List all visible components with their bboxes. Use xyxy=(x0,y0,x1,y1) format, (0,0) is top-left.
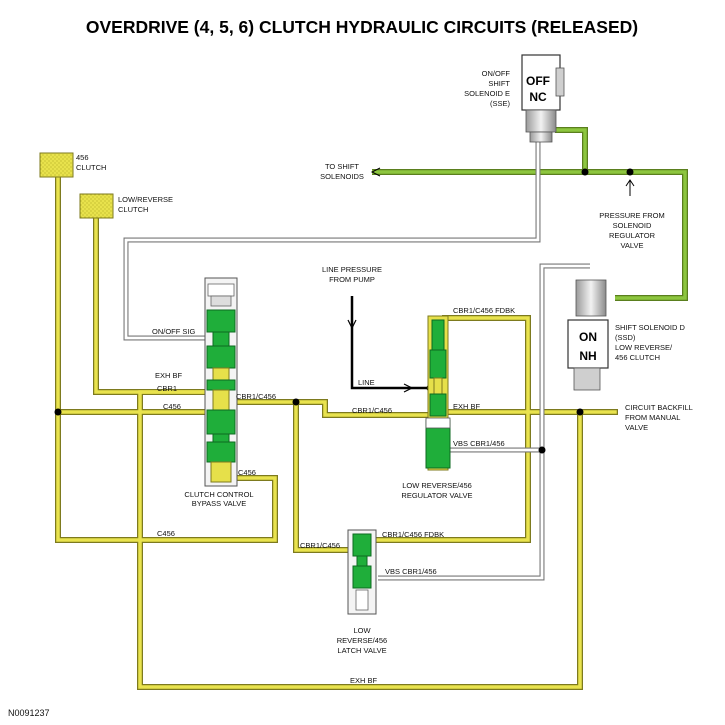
pressure-from-label-2: SOLENOID xyxy=(613,221,652,230)
line-pressure-label-1: LINE PRESSURE xyxy=(322,265,382,274)
cbr1-c456-fdbk-low-label: CBR1/C456 FDBK xyxy=(382,530,444,539)
sse-label-1: ON/OFF xyxy=(482,69,511,78)
backfill-label-1: CIRCUIT BACKFILL xyxy=(625,403,693,412)
circuit-labels: ON/OFF SIG EXH BF CBR1 C456 CBR1/C456 CB… xyxy=(152,306,515,685)
ssd-label-1: SHIFT SOLENOID D xyxy=(615,323,685,332)
pressure-from-label-4: VALVE xyxy=(620,241,643,250)
regulator-valve-label-1: LOW REVERSE/456 xyxy=(402,481,472,490)
bypass-valve xyxy=(204,277,238,487)
ssd-label-4: 456 CLUTCH xyxy=(615,353,660,362)
component-labels: ON/OFF SHIFT SOLENOID E (SSE) SHIFT SOLE… xyxy=(76,69,685,655)
sse-label-3: SOLENOID E xyxy=(464,89,510,98)
vbs-cbr1-456-a-label: VBS CBR1/456 xyxy=(453,439,505,448)
exh-bf-right-label: EXH BF xyxy=(453,402,481,411)
bypass-valve-label-2: BYPASS VALVE xyxy=(192,499,247,508)
cbr1-c456-c-label: CBR1/C456 xyxy=(300,541,340,550)
line-pressure-label-2: FROM PUMP xyxy=(329,275,375,284)
sse-state-1: OFF xyxy=(526,74,550,88)
to-shift-label-2: SOLENOIDS xyxy=(320,172,364,181)
line-label: LINE xyxy=(358,378,375,387)
clutch-456-label-1: 456 xyxy=(76,153,89,162)
page-title: OVERDRIVE (4, 5, 6) CLUTCH HYDRAULIC CIR… xyxy=(86,17,638,37)
exh-bf-bottom-label: EXH BF xyxy=(350,676,378,685)
onoff-sig-label: ON/OFF SIG xyxy=(152,327,196,336)
bypass-valve-label-1: CLUTCH CONTROL xyxy=(184,490,253,499)
annotations: TO SHIFT SOLENOIDS PRESSURE FROM SOLENOI… xyxy=(320,162,693,432)
solenoid-supply-line xyxy=(372,127,688,301)
signal-lines xyxy=(123,140,590,581)
ssd-solenoid: ON NH xyxy=(567,279,609,391)
backfill-label-2: FROM MANUAL xyxy=(625,413,680,422)
clutch-456-label-2: CLUTCH xyxy=(76,163,106,172)
exh-bf-left-label: EXH BF xyxy=(155,371,183,380)
ssd-label-2: (SSD) xyxy=(615,333,636,342)
sse-label-2: SHIFT xyxy=(488,79,510,88)
regulator-valve-label-2: REGULATOR VALVE xyxy=(401,491,472,500)
to-shift-label-1: TO SHIFT xyxy=(325,162,359,171)
cbr1-c456-fdbk-top-label: CBR1/C456 FDBK xyxy=(453,306,515,315)
latch-valve-label-1: LOW xyxy=(353,626,371,635)
c456-left-label: C456 xyxy=(163,402,181,411)
c456-lower-label: C456 xyxy=(157,529,175,538)
clutch-lr-label-1: LOW/REVERSE xyxy=(118,195,173,204)
sse-label-4: (SSE) xyxy=(490,99,511,108)
line-pressure xyxy=(347,296,430,393)
ssd-label-3: LOW REVERSE/ xyxy=(615,343,673,352)
cbr1-label: CBR1 xyxy=(157,384,177,393)
ssd-state-1: ON xyxy=(579,330,597,344)
clutch-456-box xyxy=(39,152,74,178)
sse-state-2: NC xyxy=(529,90,547,104)
vbs-cbr1-456-b-label: VBS CBR1/456 xyxy=(385,567,437,576)
figure-id: N0091237 xyxy=(8,708,50,718)
sse-solenoid: OFF NC xyxy=(521,54,565,143)
clutch-lr-box xyxy=(79,193,114,219)
c456-mid-label: C456 xyxy=(238,468,256,477)
flow-arrows xyxy=(370,167,635,196)
regulator-valve xyxy=(425,315,451,471)
cbr1-c456-a-label: CBR1/C456 xyxy=(236,392,276,401)
latch-valve-label-3: LATCH VALVE xyxy=(337,646,386,655)
c456-circuit xyxy=(55,172,618,690)
backfill-label-3: VALVE xyxy=(625,423,648,432)
pressure-from-label-1: PRESSURE FROM xyxy=(599,211,664,220)
pressure-from-label-3: REGULATOR xyxy=(609,231,656,240)
ssd-state-2: NH xyxy=(579,349,596,363)
clutch-lr-label-2: CLUTCH xyxy=(118,205,148,214)
cbr1-c456-b-label: CBR1/C456 xyxy=(352,406,392,415)
latch-valve xyxy=(347,529,377,615)
latch-valve-label-2: REVERSE/456 xyxy=(337,636,387,645)
